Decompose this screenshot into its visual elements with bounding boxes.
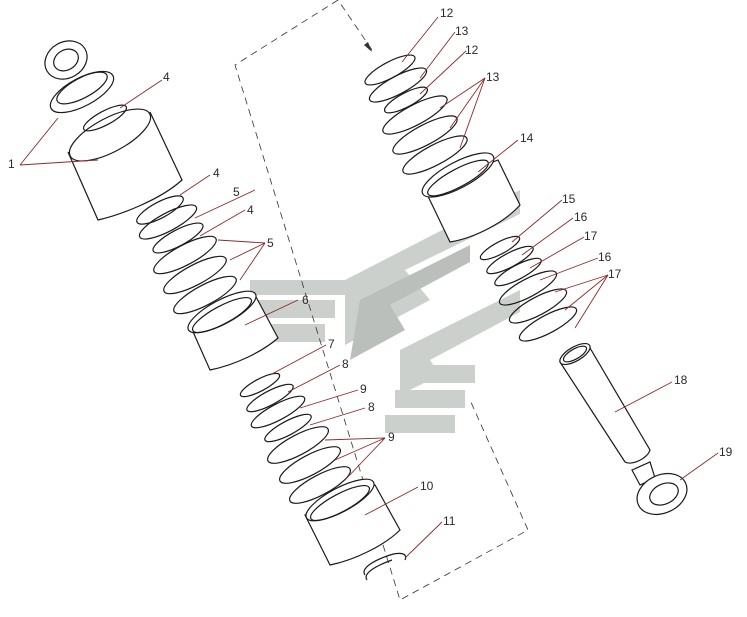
left-rings: [82, 104, 237, 315]
label-12a: 12: [440, 6, 454, 20]
label-11: 11: [443, 514, 456, 528]
label-16a: 16: [574, 210, 588, 224]
dashed-bracket: [234, 0, 529, 601]
label-13b: 13: [486, 70, 500, 84]
part-10-sleeve: [304, 478, 401, 566]
label-13a: 13: [455, 24, 469, 38]
label-1: 1: [8, 157, 15, 171]
label-4b: 4: [213, 166, 220, 180]
part-19-rod-eye: [631, 461, 688, 516]
label-4c: 4: [247, 203, 254, 217]
label-4a: 4: [163, 70, 170, 84]
label-17a: 17: [584, 229, 598, 243]
label-6: 6: [302, 293, 309, 307]
part-labels: 1 4 4 5 4 5 6 7 8 9 8 9 10 11 12 13 12 1…: [8, 6, 733, 528]
label-14: 14: [520, 131, 534, 145]
part-18-rod: [559, 342, 651, 464]
label-9b: 9: [388, 430, 395, 444]
right-rings-bottom: [479, 235, 578, 342]
part-11-snap-ring: [363, 552, 407, 581]
label-16b: 16: [598, 250, 612, 264]
label-9a: 9: [360, 382, 367, 396]
label-10: 10: [420, 479, 434, 493]
part-1-head: [44, 40, 183, 221]
label-17b: 17: [608, 267, 622, 281]
label-7: 7: [328, 337, 335, 351]
label-19: 19: [719, 445, 733, 459]
label-15: 15: [562, 192, 576, 206]
label-18: 18: [674, 373, 688, 387]
part-6-sleeve: [187, 290, 279, 371]
label-5a: 5: [233, 185, 240, 199]
middle-rings: [239, 372, 351, 504]
label-8b: 8: [368, 400, 375, 414]
label-5b: 5: [267, 236, 274, 250]
label-12b: 12: [465, 43, 479, 57]
leader-lines: [19, 16, 719, 559]
right-rings-top: [364, 54, 468, 175]
label-8a: 8: [342, 357, 349, 371]
part-14-sleeve: [421, 152, 521, 243]
